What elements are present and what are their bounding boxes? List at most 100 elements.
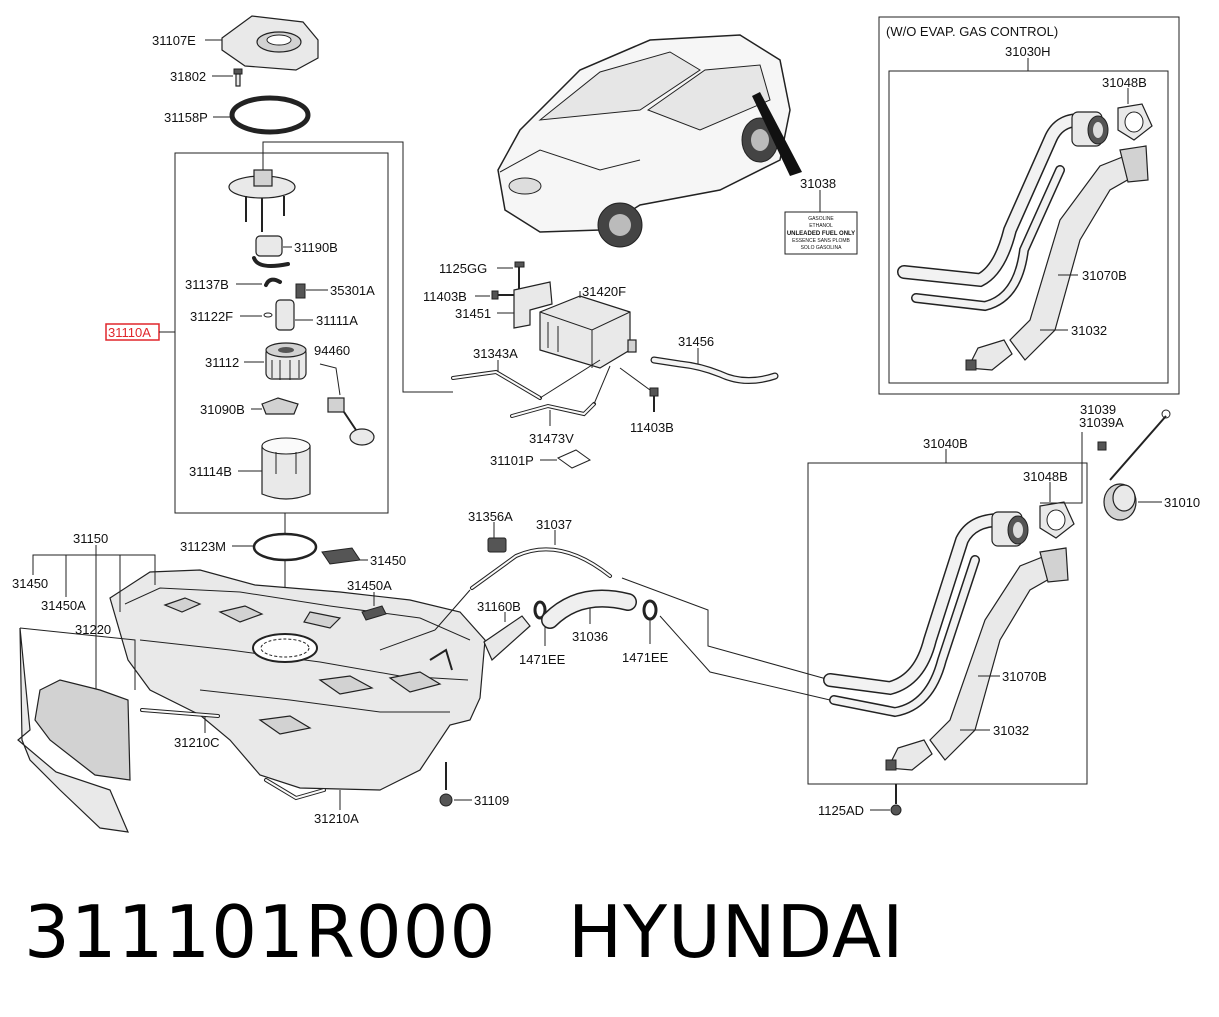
part-number: 311101R000 xyxy=(24,890,497,974)
label-31160B[interactable]: 31160B xyxy=(477,599,521,614)
sender-94460 xyxy=(319,363,375,446)
label-31048B-upper[interactable]: 31048B xyxy=(1102,75,1147,90)
clip-31356A xyxy=(487,537,507,553)
part-31090B xyxy=(261,397,299,415)
label-31037[interactable]: 31037 xyxy=(536,517,572,532)
clip-31137B xyxy=(264,277,282,287)
footer-caption: 311101R000 HYUNDAI xyxy=(24,890,904,974)
label-31210A[interactable]: 31210A xyxy=(314,811,359,826)
bolt-11403B-top xyxy=(491,290,514,300)
filler-frame-31040B xyxy=(807,462,1088,785)
tube-31343A xyxy=(451,369,542,400)
label-35301A[interactable]: 35301A xyxy=(330,283,375,298)
label-31039[interactable]: 31039 xyxy=(1080,402,1116,417)
label-31114B[interactable]: 31114B xyxy=(189,464,232,479)
gasket-31048B-upper xyxy=(1117,103,1153,141)
tether-31039 xyxy=(1109,415,1167,481)
label-31137B[interactable]: 31137B xyxy=(185,277,229,292)
bracket-31032-upper xyxy=(965,339,1013,371)
label-31451[interactable]: 31451 xyxy=(455,306,491,321)
fuel-label-line-2: ETHANOL xyxy=(809,223,833,229)
label-31190B[interactable]: 31190B xyxy=(294,240,338,255)
label-1471EE-left[interactable]: 1471EE xyxy=(519,652,566,667)
label-31101P[interactable]: 31101P xyxy=(490,453,534,468)
bolt-31109 xyxy=(439,762,453,807)
tube-31160B xyxy=(483,615,531,661)
clip-31450 xyxy=(321,547,361,565)
oring-31122F xyxy=(263,312,273,318)
sensor-35301A xyxy=(295,283,306,299)
label-31010[interactable]: 31010 xyxy=(1164,495,1200,510)
label-31030H[interactable]: 31030H xyxy=(1005,44,1051,59)
label-31110A[interactable]: 31110A xyxy=(108,325,151,340)
label-31220[interactable]: 31220 xyxy=(75,622,111,637)
label-31040B[interactable]: 31040B xyxy=(923,436,968,451)
label-31450[interactable]: 31450 xyxy=(370,553,406,568)
pump-31112 xyxy=(265,342,307,380)
label-1125GG[interactable]: 1125GG xyxy=(439,261,487,276)
fuel-label-line-1: GASOLINE xyxy=(808,216,834,222)
label-31210C[interactable]: 31210C xyxy=(174,735,220,750)
cover-plate-31107E xyxy=(221,15,319,71)
label-31112[interactable]: 31112 xyxy=(205,355,239,370)
label-31070B-lower[interactable]: 31070B xyxy=(1002,669,1047,684)
filler-pipe-upper xyxy=(897,111,1109,312)
label-31048B-lower[interactable]: 31048B xyxy=(1023,469,1068,484)
label-31111A[interactable]: 31111A xyxy=(316,313,358,328)
reservoir-31114B xyxy=(261,437,311,500)
label-31090B[interactable]: 31090B xyxy=(200,402,245,417)
hose-31036 xyxy=(541,589,637,629)
label-11403B-bottom[interactable]: 11403B xyxy=(630,420,674,435)
label-31123M[interactable]: 31123M xyxy=(180,539,226,554)
filler-bracket-31070B-upper xyxy=(1009,145,1149,361)
label-31456[interactable]: 31456 xyxy=(678,334,714,349)
filler-pipe-lower xyxy=(823,511,1029,718)
bolt-1125GG xyxy=(514,261,525,292)
car-illustration xyxy=(497,34,802,248)
label-11403B-top[interactable]: 11403B xyxy=(423,289,467,304)
hose-31456 xyxy=(650,356,779,384)
filter-31111A xyxy=(275,299,295,331)
label-31450A-right[interactable]: 31450A xyxy=(347,578,392,593)
label-31032-upper[interactable]: 31032 xyxy=(1071,323,1107,338)
label-31070B-upper[interactable]: 31070B xyxy=(1082,268,1127,283)
evap-option-box xyxy=(878,16,1180,395)
label-31039A[interactable]: 31039A xyxy=(1079,415,1124,430)
label-31036[interactable]: 31036 xyxy=(572,629,608,644)
label-94460[interactable]: 94460 xyxy=(314,343,350,358)
label-31343A[interactable]: 31343A xyxy=(473,346,518,361)
label-31038[interactable]: 31038 xyxy=(800,176,836,191)
label-31450A-left[interactable]: 31450A xyxy=(41,598,86,613)
label-31122F[interactable]: 31122F xyxy=(190,309,233,324)
label-31109[interactable]: 31109 xyxy=(474,793,509,808)
fuel-label-line-4: ESSENCE SANS PLOMB xyxy=(792,238,850,244)
label-1125AD[interactable]: 1125AD xyxy=(818,803,864,818)
label-31356A[interactable]: 31356A xyxy=(468,509,513,524)
label-1471EE-right[interactable]: 1471EE xyxy=(622,650,669,665)
gasket-31123M xyxy=(252,532,318,562)
part-31190B xyxy=(252,235,290,268)
fuel-label-31038: GASOLINE ETHANOL UNLEADED FUEL ONLY ESSE… xyxy=(784,211,858,255)
pad-31101P xyxy=(556,449,592,469)
label-31473V[interactable]: 31473V xyxy=(529,431,574,446)
fuel-label-line-3: UNLEADED FUEL ONLY xyxy=(787,231,855,237)
label-31107E[interactable]: 31107E xyxy=(152,33,196,48)
fuel-label-line-5: SOLO GASOLINA xyxy=(801,245,843,251)
lock-ring-31158P xyxy=(229,95,311,135)
tube-31473V xyxy=(510,402,596,418)
clip-31450A xyxy=(361,605,387,621)
gasket-31048B-lower xyxy=(1039,501,1075,539)
brand-name: HYUNDAI xyxy=(567,890,905,974)
bracket-31451 xyxy=(513,281,553,329)
label-31032-lower[interactable]: 31032 xyxy=(993,723,1029,738)
evap-box-title[interactable]: (W/O EVAP. GAS CONTROL) xyxy=(886,24,1058,39)
label-31802[interactable]: 31802 xyxy=(170,69,206,84)
bracket-31032-lower xyxy=(885,739,933,771)
label-31150[interactable]: 31150 xyxy=(73,531,108,546)
label-31158P[interactable]: 31158P xyxy=(164,110,208,125)
label-31420F[interactable]: 31420F xyxy=(582,284,626,299)
heat-shield-31220 xyxy=(17,627,136,833)
tube-31037 xyxy=(470,547,612,590)
label-31450-left[interactable]: 31450 xyxy=(12,576,48,591)
